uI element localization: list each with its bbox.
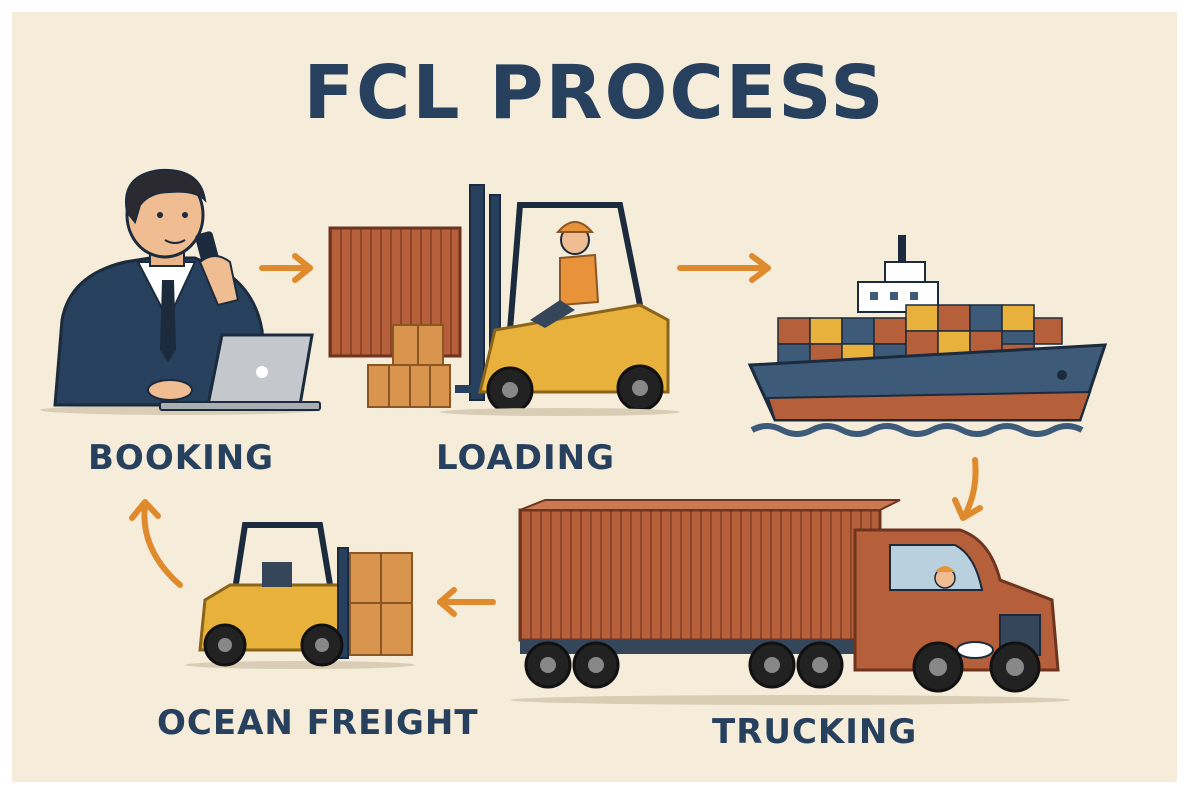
arrow-icon — [677, 253, 771, 283]
forklift-icon — [440, 184, 680, 416]
arrow-icon — [129, 499, 183, 588]
arrow-icon — [952, 457, 983, 521]
laptop-icon — [159, 333, 321, 411]
step-label-ocean-freight: OCEAN FREIGHT — [157, 703, 479, 743]
arrow-icon — [259, 253, 313, 283]
box-icon — [367, 324, 451, 408]
step-label-booking: BOOKING — [88, 438, 275, 478]
step-label-trucking: TRUCKING — [712, 712, 918, 752]
cargo-ship-icon — [747, 235, 1108, 437]
step-label-loading: LOADING — [436, 438, 615, 478]
diagram-title: FCL PROCESS — [303, 50, 886, 136]
forklift-icon — [185, 522, 415, 669]
arrow-icon — [437, 587, 496, 617]
truck-icon — [510, 499, 1070, 705]
box-icon — [349, 552, 413, 656]
